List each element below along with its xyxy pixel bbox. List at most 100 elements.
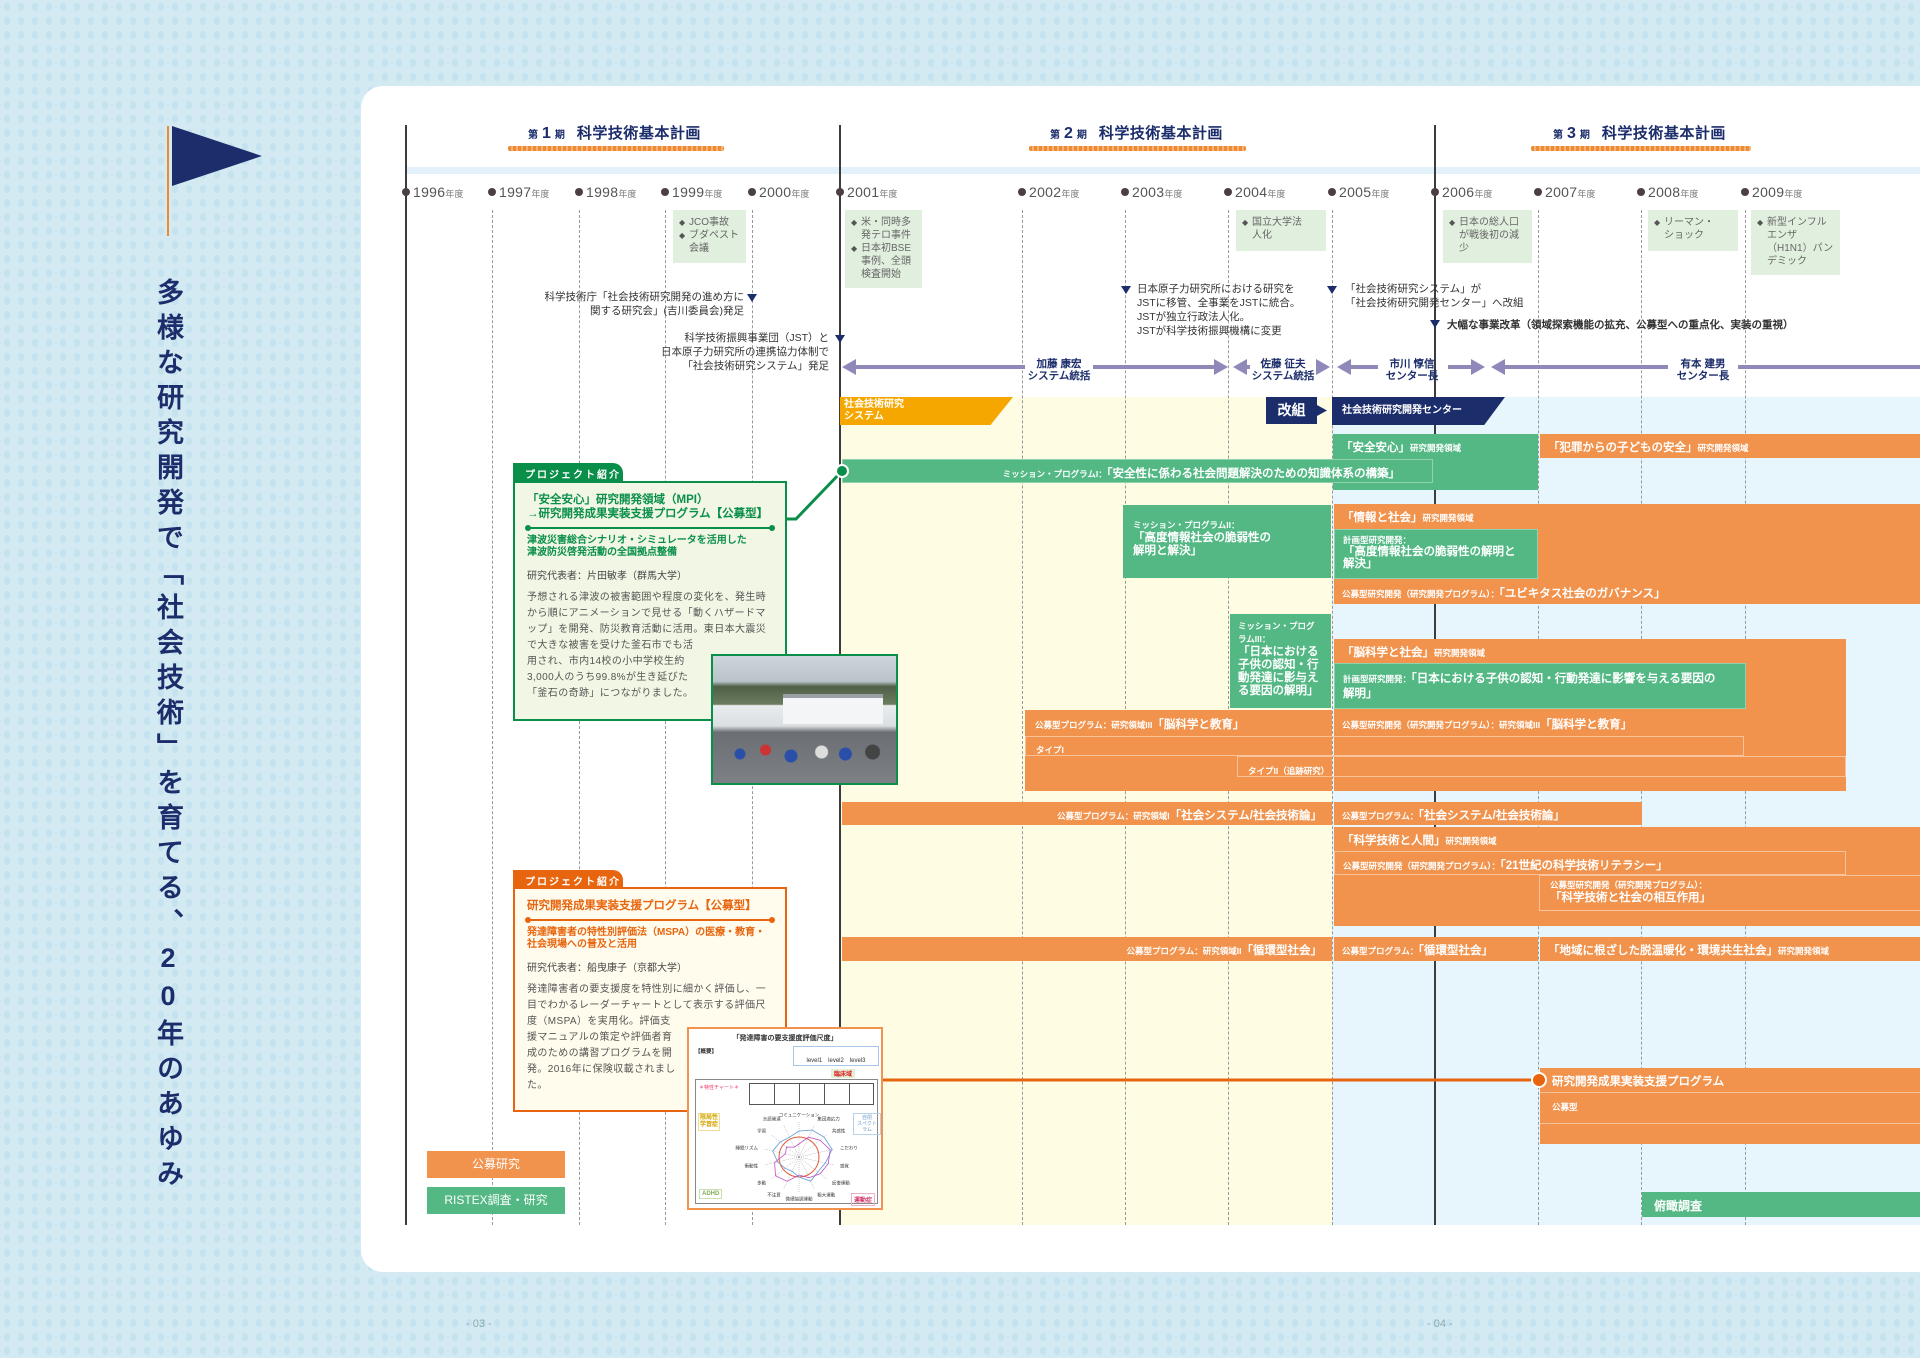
event-box-2001: 米・同時多発テロ事件日本初BSE事例、全頭検査開始 (845, 210, 922, 288)
open-type-row: 公募型 (1540, 1092, 1920, 1124)
program-prefix: 公募型プログラム： (1342, 811, 1419, 821)
year-number: 1999 (672, 184, 705, 200)
year-number: 1996 (413, 184, 446, 200)
mission-program-1: ミッション・プログラムI：「安全性に係わる社会問題解決のための知識体系の構築」 (842, 459, 1433, 483)
program-prefix: 公募型プログラム：研究領域I (1057, 811, 1170, 821)
year-unit: 年度 (618, 189, 637, 199)
program-prefix: 公募型研究開発（研究開発プログラム）： (1550, 880, 1707, 890)
area-title: 「科学技術と人間」 (1342, 835, 1446, 847)
program-prefix: ミッション・プログラムII： (1133, 520, 1240, 530)
legend-ristex: RISTEX調査・研究 (427, 1187, 565, 1214)
year-number: 1998 (586, 184, 619, 200)
area-suffix: 研究開発領域 (1434, 648, 1486, 658)
radar-axis-label: コミュニケーション (778, 1112, 820, 1118)
radar-axis-label: 学習 (757, 1128, 767, 1134)
figure-chart-label: ＊特性チャート＊ (699, 1085, 739, 1091)
year-dot (661, 188, 669, 196)
arrow-left-icon (1233, 359, 1247, 375)
radar-axis-label: 反復運動 (831, 1180, 850, 1186)
leader-label: 有本 建男 センター長 (1668, 358, 1738, 382)
leader-name: 加藤 康宏 (1036, 358, 1082, 370)
program-title: 「21世紀の科学技術リテラシー」 (1500, 860, 1668, 872)
program-prefix: 公募型プログラム： (1342, 946, 1419, 956)
program-shakai-1: 公募型プログラム：研究領域I「社会システム/社会技術論」 (842, 802, 1332, 825)
program-prefix: 公募型プログラム：研究領域II (1126, 946, 1242, 956)
area-suffix: 研究開発領域 (1778, 946, 1830, 956)
flag-pole (167, 126, 169, 236)
year-label-1997: 1997年度 (488, 184, 549, 202)
year-unit: 年度 (1371, 189, 1390, 199)
leader-label: 佐藤 征夫 システム統括 (1249, 358, 1317, 382)
event-item: ブダペスト会議 (679, 229, 740, 255)
radar-axis-label: 感覚 (839, 1163, 849, 1169)
year-dot (1121, 188, 1129, 196)
project-body: 予想される津波の被害範囲や程度の変化を、発生時から順にアニメーションで見せる「動… (527, 590, 773, 702)
year-label-2001: 2001年度 (836, 184, 897, 202)
triangle-marker-icon (835, 335, 845, 343)
year-label-2007: 2007年度 (1534, 184, 1595, 202)
program-junkan-1: 公募型プログラム：研究領域II「循環型社会」 (842, 937, 1332, 961)
year-unit: 年度 (1577, 189, 1596, 199)
year-dot (488, 188, 496, 196)
year-unit: 年度 (1267, 189, 1286, 199)
event-item: リーマン・ショック (1654, 216, 1719, 242)
year-dot (1534, 188, 1542, 196)
year-number: 2007 (1545, 184, 1578, 200)
year-number: 2009 (1752, 184, 1785, 200)
arrow-left-icon (842, 359, 856, 375)
area-suffix: 研究開発領域 (1697, 443, 1749, 453)
program-title: 研究開発成果実装支援プログラム (1552, 1076, 1725, 1088)
radar-chart (763, 1121, 835, 1193)
planned-research-nou: 計画型研究開発：「日本における子供の認知・行動発達に影響を与える要因の 解明」 (1334, 663, 1746, 709)
leader-label: 加藤 康宏 システム統括 (1024, 358, 1094, 382)
year-dot (1224, 188, 1232, 196)
area-title: 「犯罪からの子どもの安全」 (1548, 442, 1698, 454)
year-dot (1328, 188, 1336, 196)
legend-open-research: 公募研究 (427, 1151, 565, 1178)
event-box-2006: 日本の総人口が戦後初の減少 (1443, 210, 1532, 263)
leader-name: 有本 建男 (1680, 358, 1726, 370)
year-unit: 年度 (1784, 189, 1803, 199)
planned-research-joho: 計画型研究開発：「高度情報社会の脆弱性の解明と 解決」 (1334, 529, 1538, 579)
radar-axis (798, 1156, 815, 1190)
year-unit: 年度 (531, 189, 550, 199)
photo-building (783, 694, 883, 724)
program-title: 「ユビキタス社会のガバナンス」 (1499, 588, 1666, 600)
year-label-1998: 1998年度 (575, 184, 636, 202)
area-kagaku: 「科学技術と人間」研究開発領域 公募型研究開発（研究開発プログラム）：「21世紀… (1334, 827, 1920, 926)
page-title: 多様な研究開発で「社会技術」を育てる、20年のあゆみ (153, 278, 183, 1194)
type-label: 公募型 (1552, 1102, 1578, 1112)
project-subtitle: 発達障害者の特性別評価法（MSPA）の医療・教育・ 社会現場への普及と活用 (527, 927, 766, 950)
program-prefix: 公募型研究開発（研究開発プログラム）： (1342, 589, 1499, 599)
type-label: タイプII（追跡研究） (1248, 766, 1330, 776)
radar-axis-label: 共感性 (831, 1128, 846, 1134)
year-gridline (1332, 210, 1333, 1225)
period-name: 科学技術基本計画 (1098, 125, 1223, 142)
radar-axis (798, 1134, 828, 1158)
project-card-2: 研究開発成果実装支援プログラム【公募型】 発達障害者の特性別評価法（MSPA）の… (513, 887, 787, 1112)
open-research-nou: 公募型研究開発（研究開発プログラム）：研究領域III「脳科学と教育」 (1342, 715, 1632, 733)
year-number: 2006 (1442, 184, 1475, 200)
program-junkan-2: 公募型プログラム：「循環型社会」 (1334, 937, 1538, 961)
year-unit: 年度 (1680, 189, 1699, 199)
mission-program-3: ミッション・プログラムIII：「日本における子供の認知・行動発達に影与える要因の… (1230, 614, 1331, 708)
figure-overview: 【概要】 (695, 1049, 718, 1055)
event-box-2004: 国立大学法人化 (1236, 210, 1326, 251)
event-item: JCO事故 (679, 216, 740, 229)
type-2-row: タイプII（追跡研究） (1237, 756, 1846, 777)
area-joho: 「情報と社会」研究開発領域 計画型研究開発：「高度情報社会の脆弱性の解明と 解決… (1334, 504, 1920, 604)
event-item: 米・同時多発テロ事件 (851, 216, 916, 242)
year-dot (748, 188, 756, 196)
page-number-right: - 04 - (1427, 1318, 1453, 1330)
year-label-2009: 2009年度 (1741, 184, 1802, 202)
area-title: 「情報と社会」 (1342, 512, 1423, 524)
reorg-badge: 改組 (1266, 397, 1317, 424)
mission-program-2: ミッション・プログラムII：「高度情報社会の脆弱性の 解明と解決」 (1123, 505, 1331, 578)
radar-series-magenta (774, 1136, 831, 1182)
event-item: 日本初BSE事例、全頭検査開始 (851, 242, 916, 281)
year-dot (1637, 188, 1645, 196)
annotation-1998: 科学技術庁「社会技術研究開発の進め方に 関する研究会」(吉川委員会)発足 (544, 291, 745, 317)
open-research-joho: 公募型研究開発（研究開発プログラム）：「ユビキタス社会のガバナンス」 (1342, 584, 1666, 602)
